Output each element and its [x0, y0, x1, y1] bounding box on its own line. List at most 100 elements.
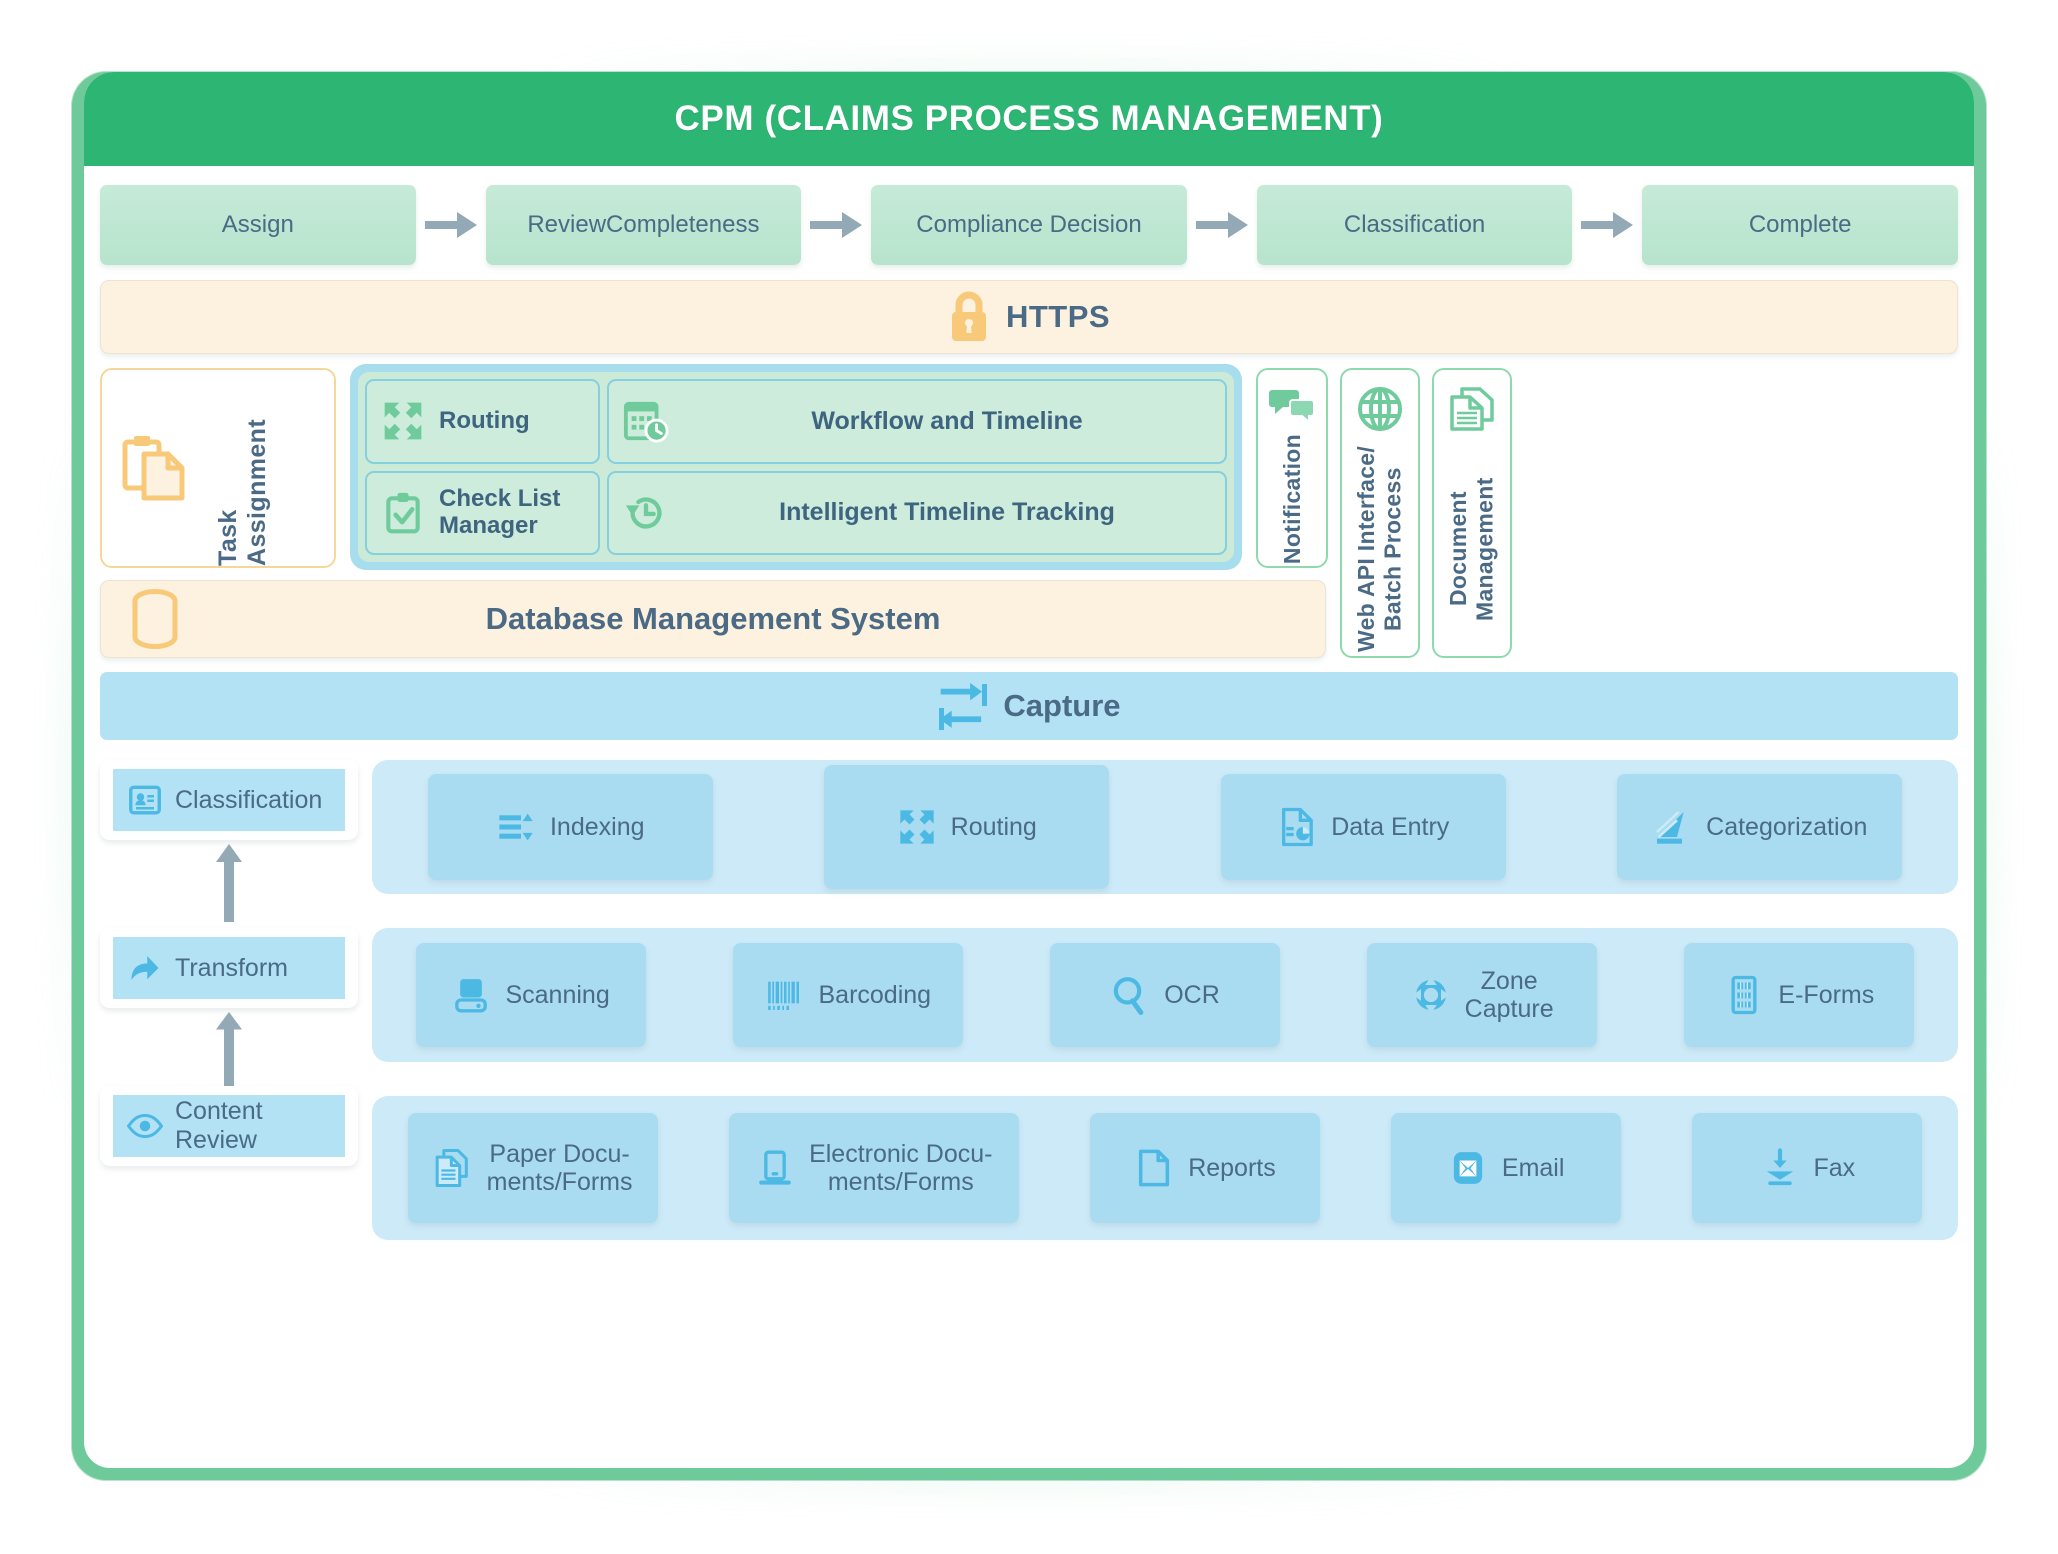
lock-icon: [948, 291, 990, 343]
documents-icon: [1448, 386, 1496, 432]
capture-card-label: Barcoding: [818, 981, 932, 1009]
capture-processing-row: Indexing Routing Data Entry Categorizati…: [372, 760, 1958, 894]
workflow-cell[interactable]: Workflow and Timeline: [607, 379, 1227, 464]
capture-label: Capture: [1003, 688, 1121, 723]
capture-card[interactable]: OCR: [1049, 943, 1280, 1047]
capture-card-label: Indexing: [549, 813, 645, 841]
chain-card[interactable]: Content Review: [100, 1086, 358, 1166]
workflow-cell[interactable]: Routing: [365, 379, 600, 464]
share-arrow-icon: [127, 950, 163, 986]
process-step-label: Compliance Decision: [916, 210, 1142, 238]
process-step[interactable]: Complete: [1642, 185, 1958, 265]
document-chart-icon: [1277, 807, 1317, 847]
capture-card[interactable]: Categorization: [1617, 774, 1903, 880]
eform-icon: [1724, 975, 1764, 1015]
webapi-panel: Web API Interface/ Batch Process: [1340, 368, 1420, 658]
capture-card[interactable]: Barcoding: [732, 943, 963, 1047]
capture-card-label: Routing: [950, 813, 1037, 841]
https-bar: HTTPS: [100, 280, 1958, 354]
task-assignment-label: Task Assignment: [214, 418, 271, 566]
arrow-right-icon: [801, 185, 871, 265]
capture-card-label: Fax: [1813, 1154, 1856, 1182]
task-assignment-panel: Task Assignment: [100, 368, 336, 568]
paper-documents-icon: [433, 1148, 473, 1188]
database-label: Database Management System: [485, 601, 941, 636]
capture-sources-row: Paper Docu-ments/Forms Electronic Docu-m…: [372, 1096, 1958, 1240]
process-step[interactable]: Classification: [1256, 185, 1573, 265]
capture-card[interactable]: Fax: [1692, 1113, 1923, 1223]
arrow-right-icon: [1187, 185, 1257, 265]
capture-card[interactable]: Scanning: [415, 943, 646, 1047]
process-step-label: Assign: [221, 210, 294, 238]
workflow-panel: Routing Workflow and Timeline Check List…: [350, 364, 1242, 570]
capture-card[interactable]: Data Entry: [1220, 774, 1506, 880]
chat-bubbles-icon: [1269, 386, 1315, 424]
capture-card-label: Electronic Docu-ments/Forms: [809, 1140, 993, 1196]
capture-card-label: Categorization: [1706, 813, 1868, 841]
process-step-label: Completeness: [606, 210, 760, 238]
process-step-label: Classification: [1343, 210, 1486, 238]
calendar-clock-icon: [623, 398, 669, 444]
zone-capture-icon: [1411, 975, 1451, 1015]
document-management-panel: Document Management: [1432, 368, 1512, 658]
chain-card[interactable]: Transform: [100, 928, 358, 1008]
capture-card-label: Reports: [1188, 1154, 1276, 1182]
globe-icon: [1357, 386, 1403, 432]
capture-card[interactable]: E-Forms: [1684, 943, 1915, 1047]
capture-bar: Capture: [100, 672, 1958, 740]
capture-card[interactable]: Paper Docu-ments/Forms: [407, 1113, 658, 1223]
arrow-up-icon: [208, 1012, 250, 1088]
capture-card[interactable]: Electronic Docu-ments/Forms: [728, 1113, 1019, 1223]
process-step[interactable]: Assign: [100, 185, 416, 265]
diagram-canvas: CPM (CLAIMS PROCESS MANAGEMENT) Assign R…: [84, 72, 1974, 1468]
capture-chain: Classification Transform Content Review: [100, 760, 358, 1440]
process-step[interactable]: Compliance Decision: [871, 185, 1187, 265]
chain-card-label: Classification: [175, 785, 323, 814]
capture-card-label: Scanning: [505, 981, 610, 1009]
page-title: CPM (CLAIMS PROCESS MANAGEMENT): [674, 99, 1384, 138]
envelope-icon: [1448, 1148, 1488, 1188]
capture-card-label: Email: [1501, 1154, 1565, 1182]
database-icon: [125, 588, 185, 650]
scanner-icon: [451, 975, 491, 1015]
chain-card-label: Content Review: [175, 1097, 263, 1154]
report-page-icon: [1134, 1148, 1174, 1188]
clipboard-check-icon: [381, 491, 425, 535]
capture-card[interactable]: Email: [1391, 1113, 1622, 1223]
barcode-icon: [764, 975, 804, 1015]
capture-card[interactable]: Indexing: [427, 774, 713, 880]
arrow-up-icon: [208, 844, 250, 922]
arrow-right-icon: [416, 185, 486, 265]
capture-card-label: OCR: [1164, 981, 1220, 1009]
chain-card[interactable]: Classification: [100, 760, 358, 840]
workflow-cell-label: Routing: [439, 407, 530, 435]
capture-card-label: Paper Docu-ments/Forms: [486, 1140, 633, 1196]
workflow-cell-label: Workflow and Timeline: [811, 406, 1083, 435]
workflow-cell[interactable]: Intelligent Timeline Tracking: [607, 470, 1227, 555]
webapi-label: Web API Interface/ Batch Process: [1353, 445, 1406, 653]
notification-label: Notification: [1278, 434, 1305, 565]
notification-panel: Notification: [1256, 368, 1328, 568]
capture-card[interactable]: Reports: [1089, 1113, 1320, 1223]
document-management-label: Document Management: [1445, 477, 1498, 621]
expand-arrows-icon: [897, 807, 937, 847]
database-bar: Database Management System: [100, 580, 1326, 658]
capture-card-label: E-Forms: [1778, 981, 1875, 1009]
capture-card[interactable]: Routing: [824, 765, 1110, 889]
workflow-grid: Routing Workflow and Timeline Check List…: [358, 372, 1234, 562]
sort-stack-icon: [1652, 807, 1692, 847]
process-step-label: Review: [527, 210, 607, 238]
index-list-icon: [496, 807, 536, 847]
expand-arrows-icon: [381, 399, 425, 443]
history-clock-icon: [623, 490, 669, 536]
https-label: HTTPS: [1005, 299, 1111, 334]
process-step-label: Complete: [1748, 210, 1852, 238]
id-card-icon: [127, 782, 163, 818]
